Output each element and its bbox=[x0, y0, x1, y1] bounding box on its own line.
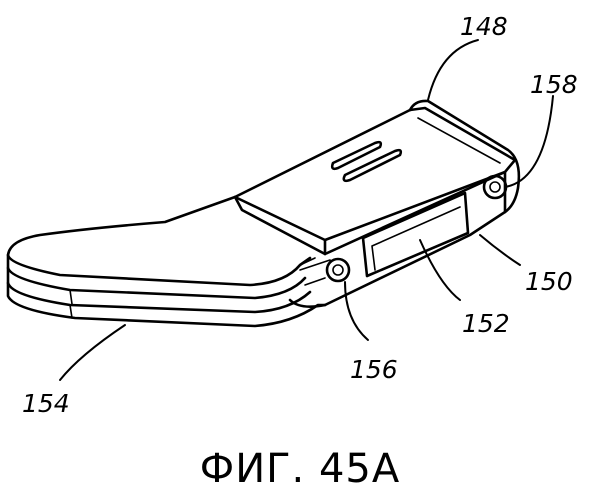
pin-156-inner bbox=[333, 265, 343, 275]
arm-top-highlight bbox=[418, 118, 500, 163]
pin-156 bbox=[327, 259, 349, 281]
device-drawing bbox=[8, 101, 519, 326]
paddle-layer-3 bbox=[8, 283, 325, 326]
label-156: 156 bbox=[350, 355, 398, 384]
label-158: 158 bbox=[530, 70, 578, 99]
paddle-layer-1 bbox=[8, 255, 305, 298]
leader-158 bbox=[505, 96, 553, 187]
label-152: 152 bbox=[462, 309, 510, 338]
label-154: 154 bbox=[22, 389, 70, 418]
label-150: 150 bbox=[525, 267, 573, 296]
figure-caption: ФИГ. 45А bbox=[200, 446, 400, 492]
label-148: 148 bbox=[460, 12, 508, 41]
leader-150 bbox=[480, 235, 520, 265]
leader-148 bbox=[428, 40, 478, 100]
arm-step-edge bbox=[235, 197, 325, 254]
leader-154 bbox=[60, 325, 125, 380]
pin-158 bbox=[484, 176, 506, 198]
pin-158-inner bbox=[490, 182, 500, 192]
